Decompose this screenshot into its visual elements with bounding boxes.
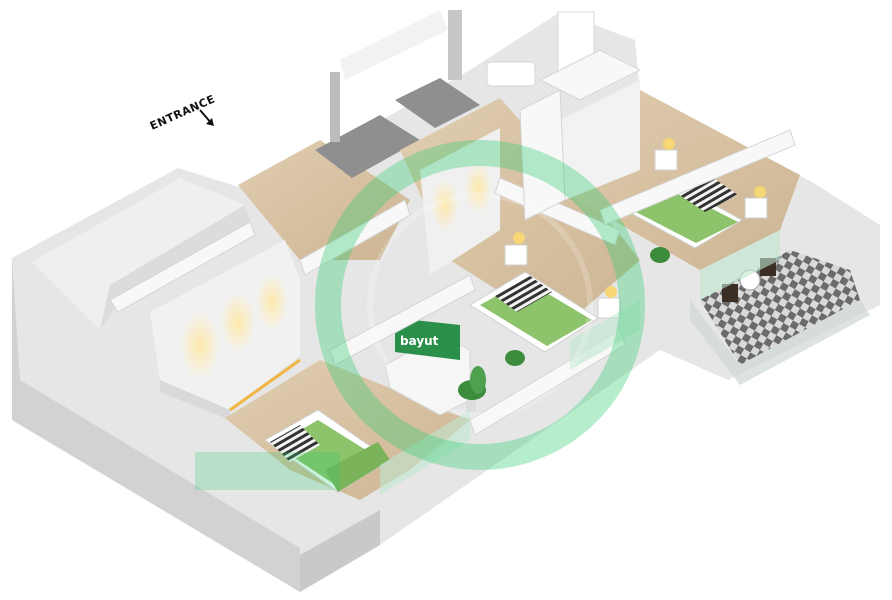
arrow-down-right-icon: [199, 109, 214, 126]
plant-1: [458, 366, 486, 412]
tv-unit: bayut: [384, 318, 471, 416]
master-bed: [264, 409, 391, 493]
bedroom-3: [530, 80, 800, 270]
watermark-logo: [195, 140, 645, 490]
entrance-marker: ENTRANCE: [148, 92, 217, 132]
bathroom-1: [315, 10, 448, 178]
utility-room: [32, 178, 250, 330]
interior-walls: [109, 49, 796, 436]
bedroom-2: [400, 98, 640, 366]
master-wardrobe: [150, 240, 301, 420]
tv-brand-text: bayut: [400, 334, 439, 348]
entrance-label: ENTRANCE: [148, 92, 217, 132]
glass-partitions: [380, 230, 780, 495]
